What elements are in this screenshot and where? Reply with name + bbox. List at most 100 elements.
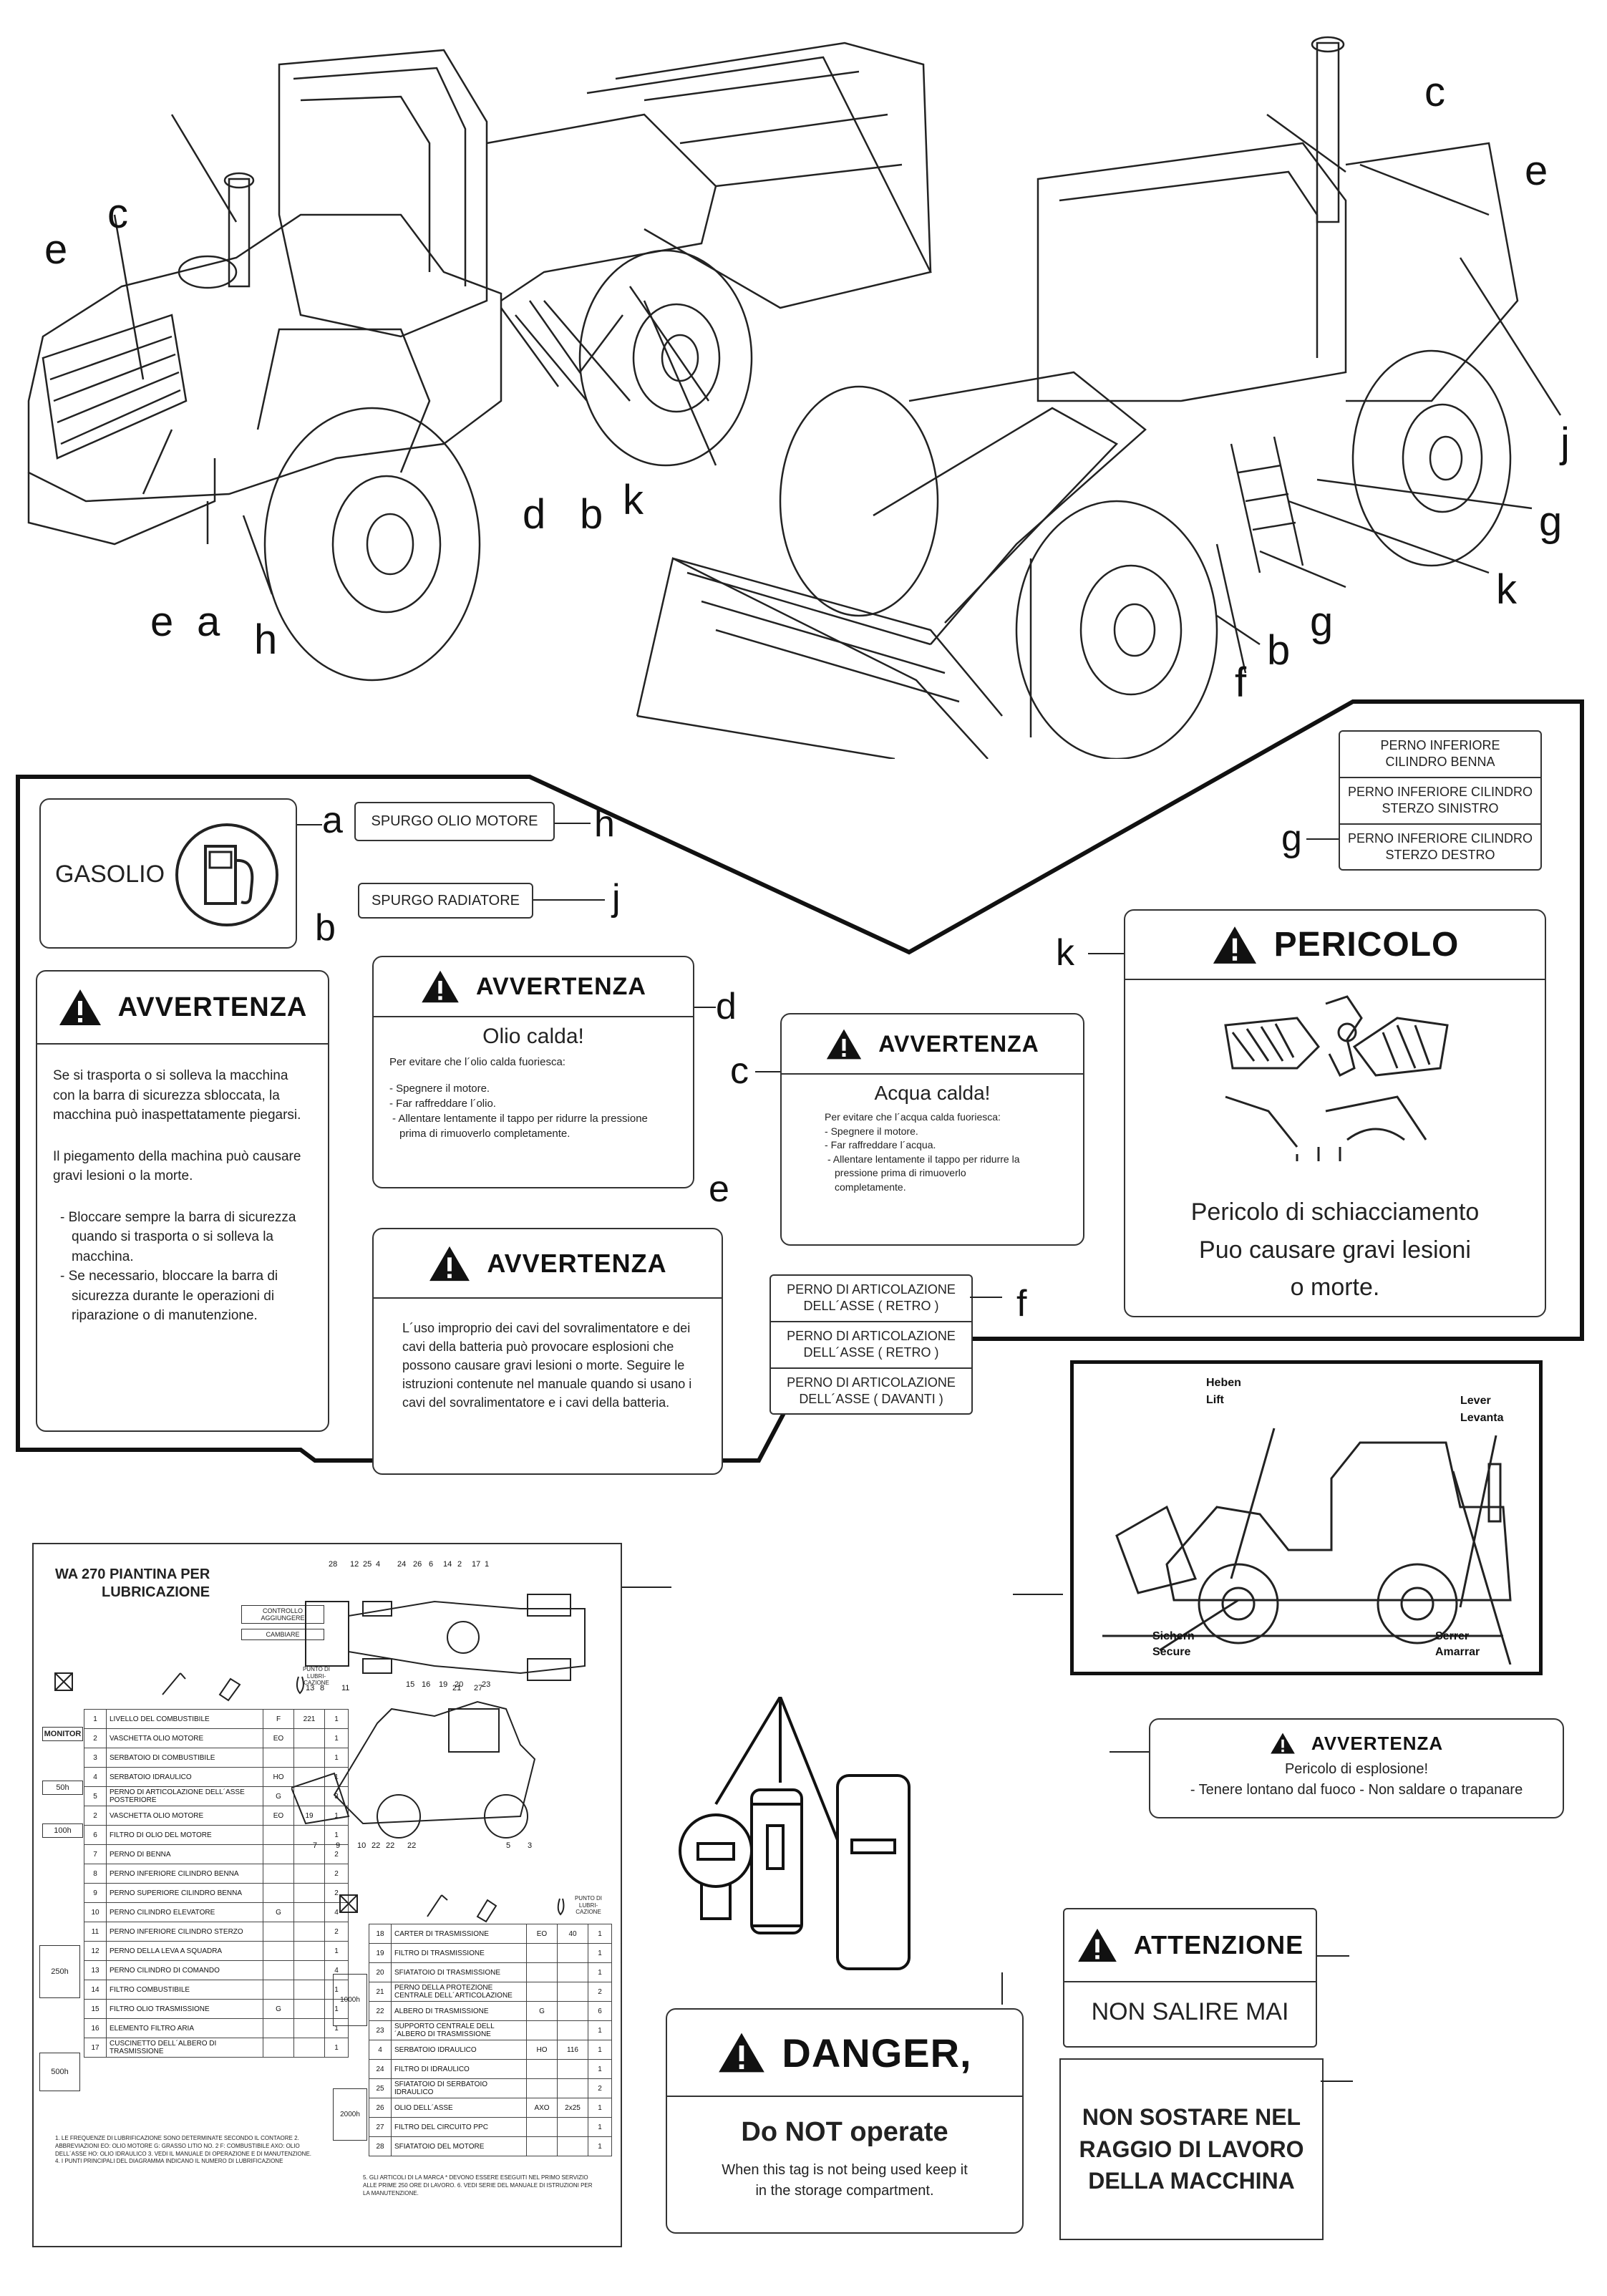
lube-chart: WA 270 PIANTINA PER LUBRICAZIONE CONTROL…: [32, 1543, 622, 2247]
table-cell: 21: [369, 1982, 392, 2002]
table-cell: [263, 1883, 294, 1903]
table-cell: [293, 1902, 325, 1922]
lube-title-line: WA 270 PIANTINA PER: [55, 1566, 210, 1582]
decal-gasolio: GASOLIO: [39, 798, 297, 949]
table-cell: [557, 2117, 588, 2137]
diagram-callout-number: 1: [485, 1560, 490, 1569]
callout-a: a: [197, 599, 220, 645]
avvertenza-header: AVVERTENZA: [37, 972, 328, 1045]
decal-avvertenza-olio: AVVERTENZA Olio calda! Per evitare che l…: [372, 956, 694, 1188]
leader-lift-diagram: [1013, 1594, 1063, 1595]
table-cell: VASCHETTA OLIO MOTORE: [106, 1806, 263, 1826]
table-cell: [263, 1980, 294, 2000]
non-sostare-line: DELLA MACCHINA: [1088, 2168, 1295, 2194]
intro-text: Per evitare che l´acqua calda fuoriesca:: [825, 1111, 1001, 1123]
table-cell: [293, 1980, 325, 2000]
table-cell: [293, 1728, 325, 1748]
table-cell: [293, 1767, 325, 1787]
crush-hazard-icon: [1224, 995, 1449, 1161]
table-cell: 17: [84, 2038, 107, 2058]
table-cell: G: [263, 1786, 294, 1806]
list-item: PERNO DI ARTICOLAZIONE DELL´ASSE ( RETRO…: [771, 1276, 971, 1322]
bullet-text: Far raffreddare l´acqua.: [830, 1139, 936, 1151]
lift-secure-diagram: Heben Lift Lever Levanta Sichern Secure …: [1070, 1360, 1543, 1675]
diagram-callout-number: 16: [422, 1680, 431, 1689]
bullet-item: - Far raffreddare l´acqua.: [825, 1139, 936, 1151]
table-cell: 2: [588, 1982, 612, 2002]
table-cell: 18: [369, 1924, 392, 1944]
punto-header-right: PUNTO DI LUBRI-CAZIONE: [574, 1895, 603, 1916]
table-cell: [526, 1982, 558, 2002]
table-cell: 1: [588, 2059, 612, 2079]
diagram-callout-number: 15: [406, 1680, 415, 1689]
callout-e: e: [44, 226, 68, 273]
table-cell: 15: [84, 1999, 107, 2019]
table-cell: CUSCINETTO DELL´ALBERO DI TRASMISSIONE: [106, 2038, 263, 2058]
list-item: PERNO INFERIORE CILINDRO BENNA: [1340, 732, 1540, 778]
lube-machine-diagram: [291, 1594, 586, 1839]
interval-badge: MONITOR: [42, 1727, 83, 1741]
pericolo-title: PERICOLO: [1273, 926, 1460, 964]
table-cell: ELEMENTO FILTRO ARIA: [106, 2018, 263, 2038]
paragraph: Se si trasporta o si solleva la macchina…: [53, 1068, 301, 1123]
list-item: PERNO INFERIORE CILINDRO STERZO DESTRO: [1347, 830, 1533, 862]
punto-header: PUNTO DI LUBRI-CAZIONE: [302, 1666, 331, 1687]
table-cell: FILTRO DEL CIRCUITO PPC: [391, 2117, 527, 2137]
callout-g: g: [1310, 599, 1334, 645]
table-cell: 1: [324, 2038, 349, 2058]
table-cell: 9: [84, 1883, 107, 1903]
table-cell: 1: [324, 1748, 349, 1768]
pericolo-header: PERICOLO: [1125, 911, 1545, 980]
diagram-callout-number: 17: [472, 1560, 481, 1569]
diagram-callout-number: 9: [336, 1841, 341, 1850]
table-cell: 1: [324, 1941, 349, 1961]
leader-filters: [1001, 1972, 1003, 2005]
table-cell: 1: [324, 1728, 349, 1748]
table-cell: 20: [369, 1962, 392, 1982]
decal-attenzione: ATTENZIONE NON SALIRE MAI: [1063, 1908, 1317, 2048]
table-cell: 116: [557, 2040, 588, 2060]
lube-notes-right: 5. GLI ARTICOLI DI LA MARCA * DEVONO ESS…: [363, 2174, 593, 2196]
bullet-item: - Allentare lentamente il tappo per ridu…: [827, 1153, 1020, 1193]
callout-b: b: [580, 491, 603, 538]
table-cell: 40: [557, 1924, 588, 1944]
list-item: PERNO DI ARTICOLAZIONE DELL´ASSE ( RETRO…: [771, 1322, 971, 1369]
controllo-box: CONTROLLO AGGIUNGERE: [241, 1605, 324, 1624]
table-cell: 1: [588, 2136, 612, 2156]
sichern-label: Sichern: [1152, 1630, 1195, 1642]
cavi-body-text: L´uso improprio dei cavi del sovraliment…: [402, 1321, 692, 1410]
table-cell: 1: [84, 1709, 107, 1729]
table-cell: 6: [588, 2001, 612, 2021]
diagram-callout-number: 19: [439, 1680, 448, 1689]
diagram-callout-number: 22: [407, 1841, 417, 1850]
table-cell: PERNO DELLA PROTEZIONE CENTRALE DELL´ART…: [391, 1982, 527, 2002]
diagram-callout-number: 10: [357, 1841, 366, 1850]
table-cell: EO: [263, 1728, 294, 1748]
table-cell: 16: [84, 2018, 107, 2038]
decal-c-tag: c: [730, 1050, 749, 1092]
decal-j-tag: j: [612, 877, 621, 919]
table-cell: [526, 2078, 558, 2098]
attenzione-title: ATTENZIONE: [1133, 1930, 1304, 1960]
bullet-item: - Spegnere il motore.: [389, 1082, 490, 1095]
attenzione-text: NON SALIRE MAI: [1091, 1998, 1289, 2025]
decal-spurgo-olio: SPURGO OLIO MOTORE: [354, 802, 555, 841]
interval-badge: 250h: [39, 1945, 80, 1998]
pericolo-line: o morte.: [1290, 1274, 1380, 1302]
table-cell: SUPPORTO CENTRALE DELL´ALBERO DI TRASMIS…: [391, 2020, 527, 2040]
table-cell: [293, 1999, 325, 2019]
spurgo-olio-label: SPURGO OLIO MOTORE: [371, 813, 538, 829]
